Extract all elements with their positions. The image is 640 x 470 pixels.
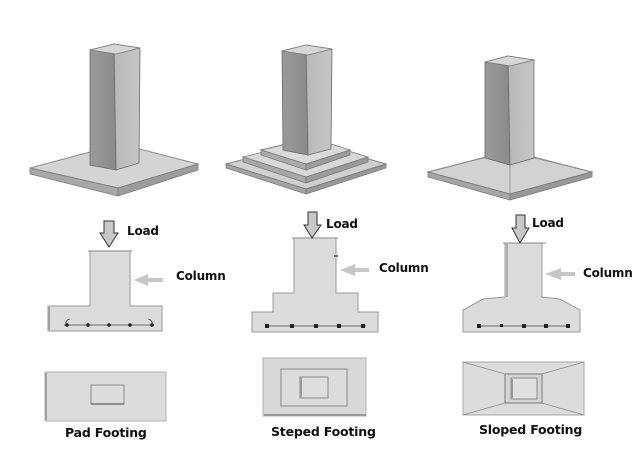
pad-footing-plan — [44, 371, 167, 422]
rebar — [477, 324, 570, 328]
stepped-footing-plan — [262, 357, 367, 417]
pad-column-label: Column — [176, 269, 226, 283]
pad-footing-section — [47, 220, 163, 332]
pad-load-label: Load — [127, 224, 159, 238]
sloped-column-label: Column — [583, 266, 633, 280]
pad-footing-3d — [29, 43, 200, 197]
sloped-footing-section — [462, 214, 581, 333]
sloped-footing-3d — [426, 55, 594, 201]
sloped-load-label: Load — [532, 216, 564, 230]
sloped-footing-plan — [462, 361, 585, 416]
column-arrow-icon — [545, 268, 575, 280]
stepped-column-label: Column — [379, 261, 429, 275]
pad-footing-title: Pad Footing — [65, 425, 147, 440]
column-arrow-icon — [134, 274, 163, 286]
rebar — [265, 324, 366, 328]
rebar — [64, 318, 154, 327]
load-arrow-icon — [99, 220, 119, 248]
stepped-footing-section — [251, 211, 379, 333]
stepped-load-label: Load — [326, 217, 358, 231]
stepped-footing-title: Steped Footing — [271, 424, 376, 439]
stepped-footing-3d — [224, 44, 388, 195]
sloped-footing-title: Sloped Footing — [479, 422, 583, 437]
column-arrow-icon — [340, 264, 369, 276]
load-arrow-icon — [303, 211, 322, 239]
load-arrow-icon — [511, 214, 530, 245]
